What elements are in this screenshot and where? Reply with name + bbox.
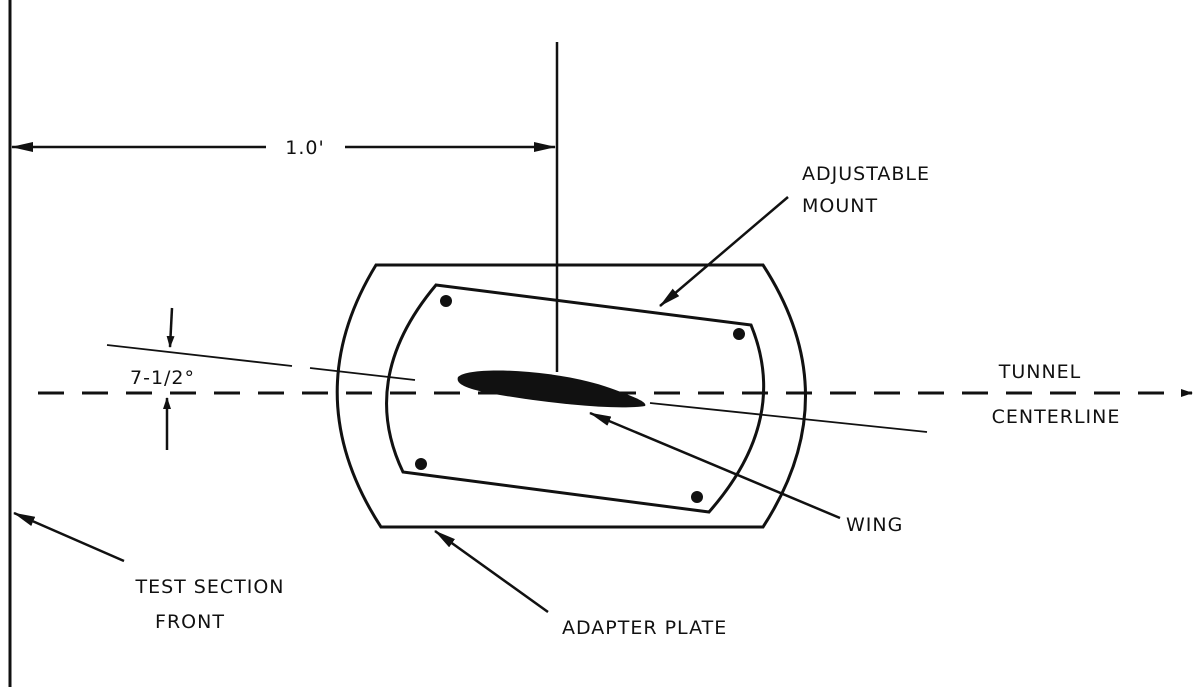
wing-airfoil: [457, 370, 646, 408]
dimension-label: 1.0': [285, 137, 324, 159]
test-section-front-label-line1: TEST SECTION: [134, 576, 284, 598]
wing-leader: [589, 411, 841, 520]
adapter-plate: [335, 263, 807, 529]
adjustable-mount: [385, 283, 766, 514]
test-section-front-label-line2: FRONT: [155, 611, 225, 633]
adapter-plate-leader: [434, 529, 549, 614]
mount-bolt: [733, 328, 745, 340]
adapter-plate-label: ADAPTER PLATE: [562, 617, 727, 639]
wing-label: WING: [846, 514, 903, 536]
mount-bolt: [440, 295, 452, 307]
tunnel-centerline-label-line2: CENTERLINE: [992, 406, 1121, 428]
dimension-1ft: 1.0': [11, 137, 556, 159]
test-section-front-leader: [13, 511, 125, 563]
adjustable-mount-label-line1: ADJUSTABLE: [802, 163, 930, 185]
mount-bolt: [691, 491, 703, 503]
adjustable-mount-leader: [659, 196, 789, 307]
angle-dimension: 7-1/2°: [130, 307, 195, 450]
mount-bolt: [415, 458, 427, 470]
wing-chord-line: [106, 344, 928, 433]
angle-label: 7-1/2°: [130, 367, 195, 389]
tunnel-centerline-label-line1: TUNNEL: [998, 361, 1082, 383]
adjustable-mount-label-line2: MOUNT: [802, 195, 878, 217]
